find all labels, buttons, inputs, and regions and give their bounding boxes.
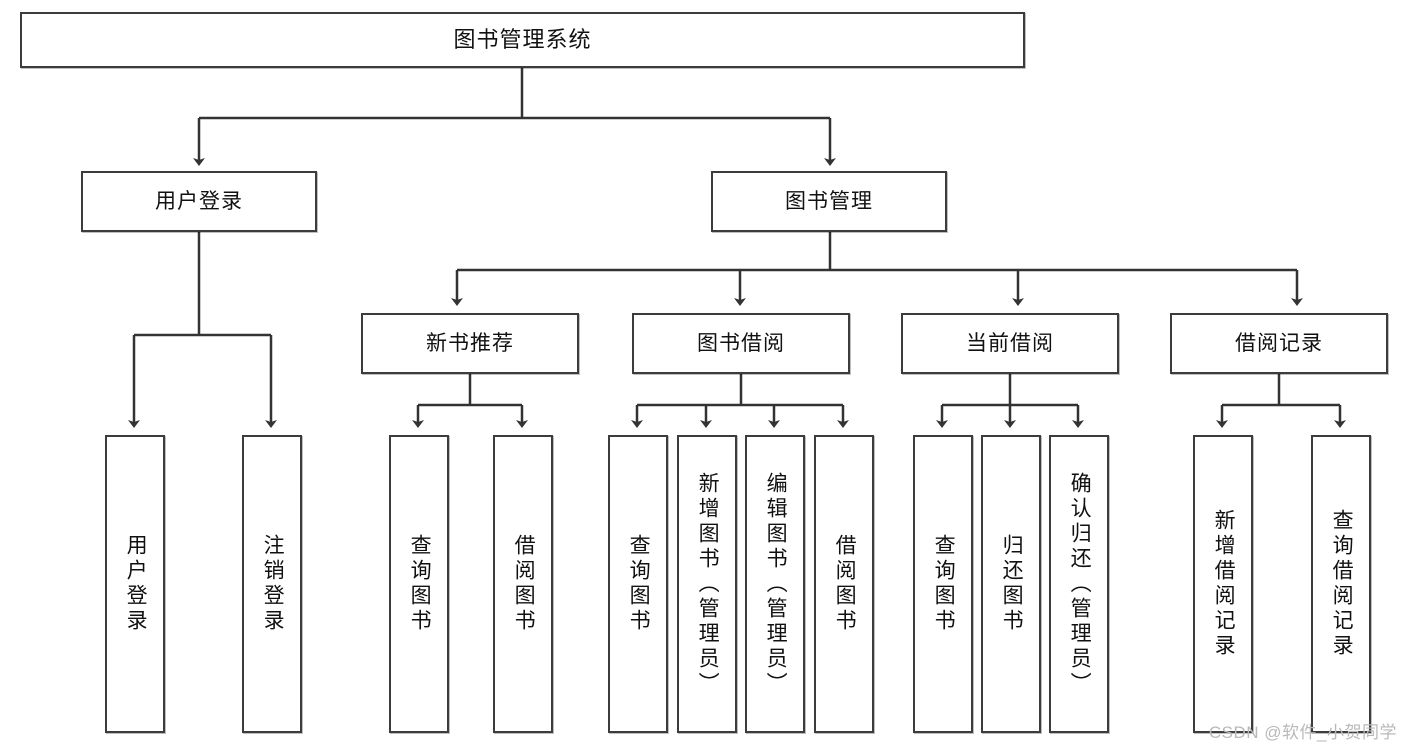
node-new-book-recommend-label: 新书推荐: [426, 331, 514, 355]
node-current-borrow[interactable]: 当前借阅: [901, 313, 1119, 374]
leaf-label: 借阅图书: [833, 534, 857, 634]
leaf-borrow-query-book[interactable]: 查询图书: [608, 435, 668, 733]
leaf-label: 用户登录: [124, 534, 148, 634]
node-current-borrow-label: 当前借阅: [966, 331, 1054, 355]
leaf-borrow-edit-book-admin[interactable]: 编辑图书（管理员）: [745, 435, 805, 733]
node-book-borrow[interactable]: 图书借阅: [632, 313, 850, 374]
node-root-label: 图书管理系统: [453, 26, 592, 52]
leaf-current-confirm-return-admin[interactable]: 确认归还（管理员）: [1049, 435, 1109, 733]
leaf-label: 编辑图书（管理员）: [764, 471, 788, 697]
leaf-label: 新增图书（管理员）: [696, 471, 720, 697]
leaf-user-login-login[interactable]: 用户登录: [105, 435, 165, 733]
node-borrow-record-label: 借阅记录: [1235, 331, 1323, 355]
node-new-book-recommend[interactable]: 新书推荐: [361, 313, 579, 374]
node-user-login[interactable]: 用户登录: [81, 171, 317, 232]
node-root[interactable]: 图书管理系统: [20, 12, 1025, 68]
leaf-current-return-book[interactable]: 归还图书: [981, 435, 1041, 733]
leaf-label: 查询图书: [408, 534, 432, 634]
leaf-record-add-record[interactable]: 新增借阅记录: [1193, 435, 1253, 733]
leaf-record-query-record[interactable]: 查询借阅记录: [1311, 435, 1371, 733]
leaf-borrow-borrow-book[interactable]: 借阅图书: [814, 435, 874, 733]
leaf-label: 新增借阅记录: [1212, 509, 1236, 659]
leaf-label: 查询借阅记录: [1330, 509, 1354, 659]
leaf-label: 借阅图书: [512, 534, 536, 634]
leaf-label: 查询图书: [627, 534, 651, 634]
node-user-login-label: 用户登录: [155, 189, 243, 213]
leaf-label: 注销登录: [261, 534, 285, 634]
node-book-borrow-label: 图书借阅: [697, 331, 785, 355]
node-borrow-record[interactable]: 借阅记录: [1170, 313, 1388, 374]
leaf-recommend-borrow-book[interactable]: 借阅图书: [493, 435, 553, 733]
leaf-recommend-query-book[interactable]: 查询图书: [389, 435, 449, 733]
leaf-user-login-logout[interactable]: 注销登录: [242, 435, 302, 733]
leaf-current-query-book[interactable]: 查询图书: [913, 435, 973, 733]
leaf-label: 查询图书: [932, 534, 956, 634]
node-book-management[interactable]: 图书管理: [711, 171, 947, 232]
csdn-watermark: CSDN @软件_小贺同学: [1208, 723, 1397, 742]
leaf-label: 确认归还（管理员）: [1068, 471, 1092, 697]
leaf-label: 归还图书: [1000, 534, 1024, 634]
node-book-management-label: 图书管理: [785, 189, 873, 213]
leaf-borrow-add-book-admin[interactable]: 新增图书（管理员）: [677, 435, 737, 733]
